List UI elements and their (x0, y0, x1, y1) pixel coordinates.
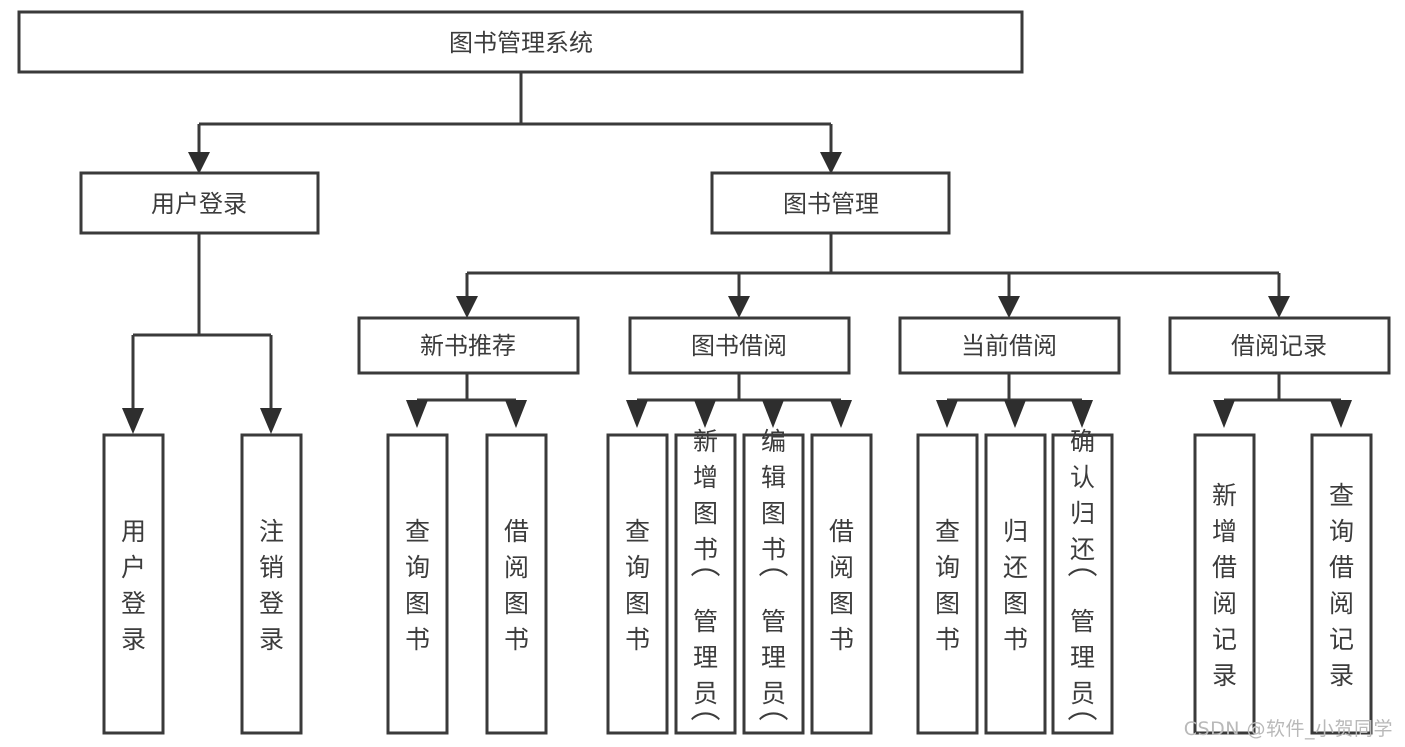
arrow-to-current-borrow (998, 296, 1020, 318)
node-user-login-label: 用户登录 (151, 190, 247, 218)
node-leaf-user-logout-box[interactable] (240, 433, 303, 735)
node-leaf-return-book-label: 归还图书 (1003, 517, 1028, 654)
node-book-borrow-label: 图书借阅 (691, 332, 787, 360)
node-borrow-record-label: 借阅记录 (1231, 332, 1327, 360)
node-borrow-record-box[interactable] (1168, 316, 1391, 375)
node-leaf-borrow-book-2[interactable] (810, 433, 873, 735)
node-leaf-user-logout[interactable] (240, 433, 303, 735)
arrow-to-leaf-borrow-book-1 (505, 400, 527, 428)
node-current-borrow[interactable]: 当前借阅 (898, 316, 1121, 375)
arrow-to-leaf-add-book (694, 400, 716, 428)
arrow-to-leaf-edit-book (762, 400, 784, 428)
node-leaf-query-book-2-label: 查询图书 (625, 517, 650, 654)
node-leaf-edit-book[interactable] (742, 433, 805, 735)
node-leaf-user-logout-label: 注销登录 (259, 517, 284, 654)
node-current-borrow-label: 当前借阅 (961, 332, 1057, 360)
arrow-to-leaf-return-book (1004, 400, 1026, 428)
node-book-borrow[interactable]: 图书借阅 (628, 316, 851, 375)
arrow-to-leaf-user-logout (260, 408, 282, 434)
node-leaf-add-record-box[interactable] (1193, 433, 1256, 735)
arrow-to-new-book-rec (456, 296, 478, 318)
node-leaf-query-record-label: 查询借阅记录 (1329, 481, 1354, 690)
node-leaf-borrow-book-1-box[interactable] (485, 433, 548, 735)
leaf-label-layer: 用户登录 注销登录 查询图书 借阅图书 查询图书 新增图书⌒管理员⌒ 编辑图书⌒管理员⌒ 借阅… (121, 427, 1354, 746)
node-leaf-borrow-book-1-label: 借阅图书 (504, 517, 529, 654)
node-book-manage-label: 图书管理 (783, 190, 879, 218)
node-leaf-confirm-return[interactable] (1051, 433, 1114, 735)
arrow-to-leaf-confirm-return (1071, 400, 1093, 428)
node-leaf-edit-book-box[interactable] (742, 433, 805, 735)
node-leaf-query-book-1[interactable] (386, 433, 449, 735)
arrowhead-layer (122, 152, 1352, 434)
node-leaf-confirm-return-label: 确认归还⌒管理员⌒ (1068, 427, 1098, 746)
node-root[interactable]: 图书管理系统 (17, 10, 1024, 74)
node-new-book-rec-label: 新书推荐 (420, 332, 516, 360)
node-leaf-borrow-book-2-box[interactable] (810, 433, 873, 735)
node-current-borrow-box[interactable] (898, 316, 1121, 375)
node-leaf-query-book-3[interactable] (916, 433, 979, 735)
arrow-to-book-manage (820, 152, 842, 174)
node-leaf-query-book-2[interactable] (606, 433, 669, 735)
node-leaf-borrow-book-2-label: 借阅图书 (829, 517, 854, 654)
node-leaf-query-book-1-box[interactable] (386, 433, 449, 735)
node-root-box[interactable] (17, 10, 1024, 74)
node-leaf-user-login[interactable] (102, 433, 165, 735)
node-book-borrow-box[interactable] (628, 316, 851, 375)
node-new-book-rec-box[interactable] (357, 316, 580, 375)
node-leaf-add-book-box[interactable] (674, 433, 737, 735)
node-leaf-query-record-box[interactable] (1310, 433, 1373, 735)
arrow-to-leaf-query-book-3 (936, 400, 958, 428)
node-book-manage-box[interactable] (710, 171, 951, 235)
arrow-to-borrow-record (1268, 296, 1290, 318)
node-root-label: 图书管理系统 (449, 29, 593, 57)
arrow-to-leaf-query-record (1330, 400, 1352, 428)
arrow-to-user-login (188, 152, 210, 174)
node-leaf-user-login-label: 用户登录 (121, 517, 146, 654)
watermark-text: CSDN @软件_小贺同学 (1183, 718, 1393, 740)
node-leaf-return-book[interactable] (984, 433, 1047, 735)
node-leaf-query-record[interactable] (1310, 433, 1373, 735)
node-new-book-rec[interactable]: 新书推荐 (357, 316, 580, 375)
arrow-to-leaf-query-book-1 (406, 400, 428, 428)
node-user-login-box[interactable] (79, 171, 320, 235)
node-user-login[interactable]: 用户登录 (79, 171, 320, 235)
node-leaf-user-login-box[interactable] (102, 433, 165, 735)
arrow-to-leaf-user-login (122, 408, 144, 434)
node-leaf-borrow-book-1[interactable] (485, 433, 548, 735)
node-leaf-confirm-return-box[interactable] (1051, 433, 1114, 735)
node-leaf-return-book-box[interactable] (984, 433, 1047, 735)
arrow-to-leaf-query-book-2 (626, 400, 648, 428)
arrow-to-book-borrow (728, 296, 750, 318)
arrow-to-leaf-borrow-book-2 (830, 400, 852, 428)
node-borrow-record[interactable]: 借阅记录 (1168, 316, 1391, 375)
node-leaf-edit-book-label: 编辑图书⌒管理员⌒ (759, 427, 789, 746)
node-layer: 图书管理系统 用户登录 图书管理 新书推荐 图书借阅 (17, 10, 1391, 746)
node-leaf-add-book[interactable] (674, 433, 737, 735)
node-leaf-add-book-label: 新增图书⌒管理员⌒ (691, 427, 721, 746)
node-leaf-query-book-1-label: 查询图书 (405, 517, 430, 654)
node-leaf-query-book-3-box[interactable] (916, 433, 979, 735)
node-leaf-add-record-label: 新增借阅记录 (1212, 481, 1237, 690)
node-leaf-query-book-2-box[interactable] (606, 433, 669, 735)
node-leaf-query-book-3-label: 查询图书 (935, 517, 960, 654)
arrow-to-leaf-add-record (1213, 400, 1235, 428)
node-book-manage[interactable]: 图书管理 (710, 171, 951, 235)
node-leaf-add-record[interactable] (1193, 433, 1256, 735)
